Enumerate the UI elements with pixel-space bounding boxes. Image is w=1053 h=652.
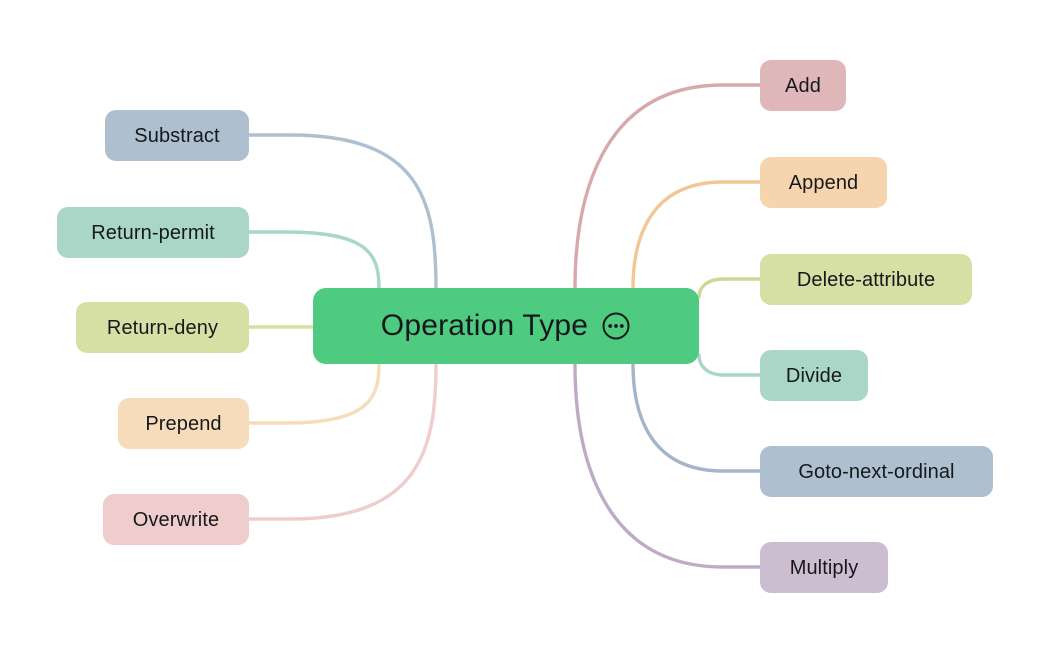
node-label: Return-permit	[91, 221, 215, 244]
node-label: Overwrite	[132, 508, 220, 531]
node-return-deny[interactable]: Return-deny	[76, 302, 249, 353]
connector-append	[631, 180, 762, 290]
collapse-ellipsis-icon[interactable]	[601, 311, 631, 341]
node-label: Add	[785, 74, 821, 97]
node-label: Return-deny	[106, 316, 219, 339]
node-label: Append	[788, 171, 859, 194]
node-label: Goto-next-ordinal	[798, 460, 955, 483]
connector-goto-next-ordinal	[631, 362, 762, 473]
connector-delete-attribute	[697, 277, 762, 299]
node-goto-next-ordinal[interactable]: Goto-next-ordinal	[760, 446, 993, 497]
node-label: Divide	[785, 364, 843, 387]
node-return-permit[interactable]: Return-permit	[57, 207, 249, 258]
node-delete-attribute[interactable]: Delete-attribute	[760, 254, 972, 305]
connector-overwrite	[247, 362, 438, 521]
connector-prepend	[247, 362, 381, 425]
connector-multiply	[573, 362, 762, 569]
center-node-label: Operation Type	[380, 309, 589, 342]
connector-add	[573, 83, 762, 290]
node-add[interactable]: Add	[760, 60, 846, 111]
node-label: Multiply	[789, 556, 859, 579]
connector-return-permit	[247, 230, 381, 290]
connector-divide	[697, 353, 762, 377]
node-overwrite[interactable]: Overwrite	[103, 494, 249, 545]
connector-substract	[247, 133, 438, 290]
center-node[interactable]: Operation Type	[313, 288, 699, 364]
node-label: Substract	[134, 124, 220, 147]
node-prepend[interactable]: Prepend	[118, 398, 249, 449]
node-label: Prepend	[145, 412, 222, 435]
node-append[interactable]: Append	[760, 157, 887, 208]
node-substract[interactable]: Substract	[105, 110, 249, 161]
node-multiply[interactable]: Multiply	[760, 542, 888, 593]
node-divide[interactable]: Divide	[760, 350, 868, 401]
node-label: Delete-attribute	[796, 268, 936, 291]
